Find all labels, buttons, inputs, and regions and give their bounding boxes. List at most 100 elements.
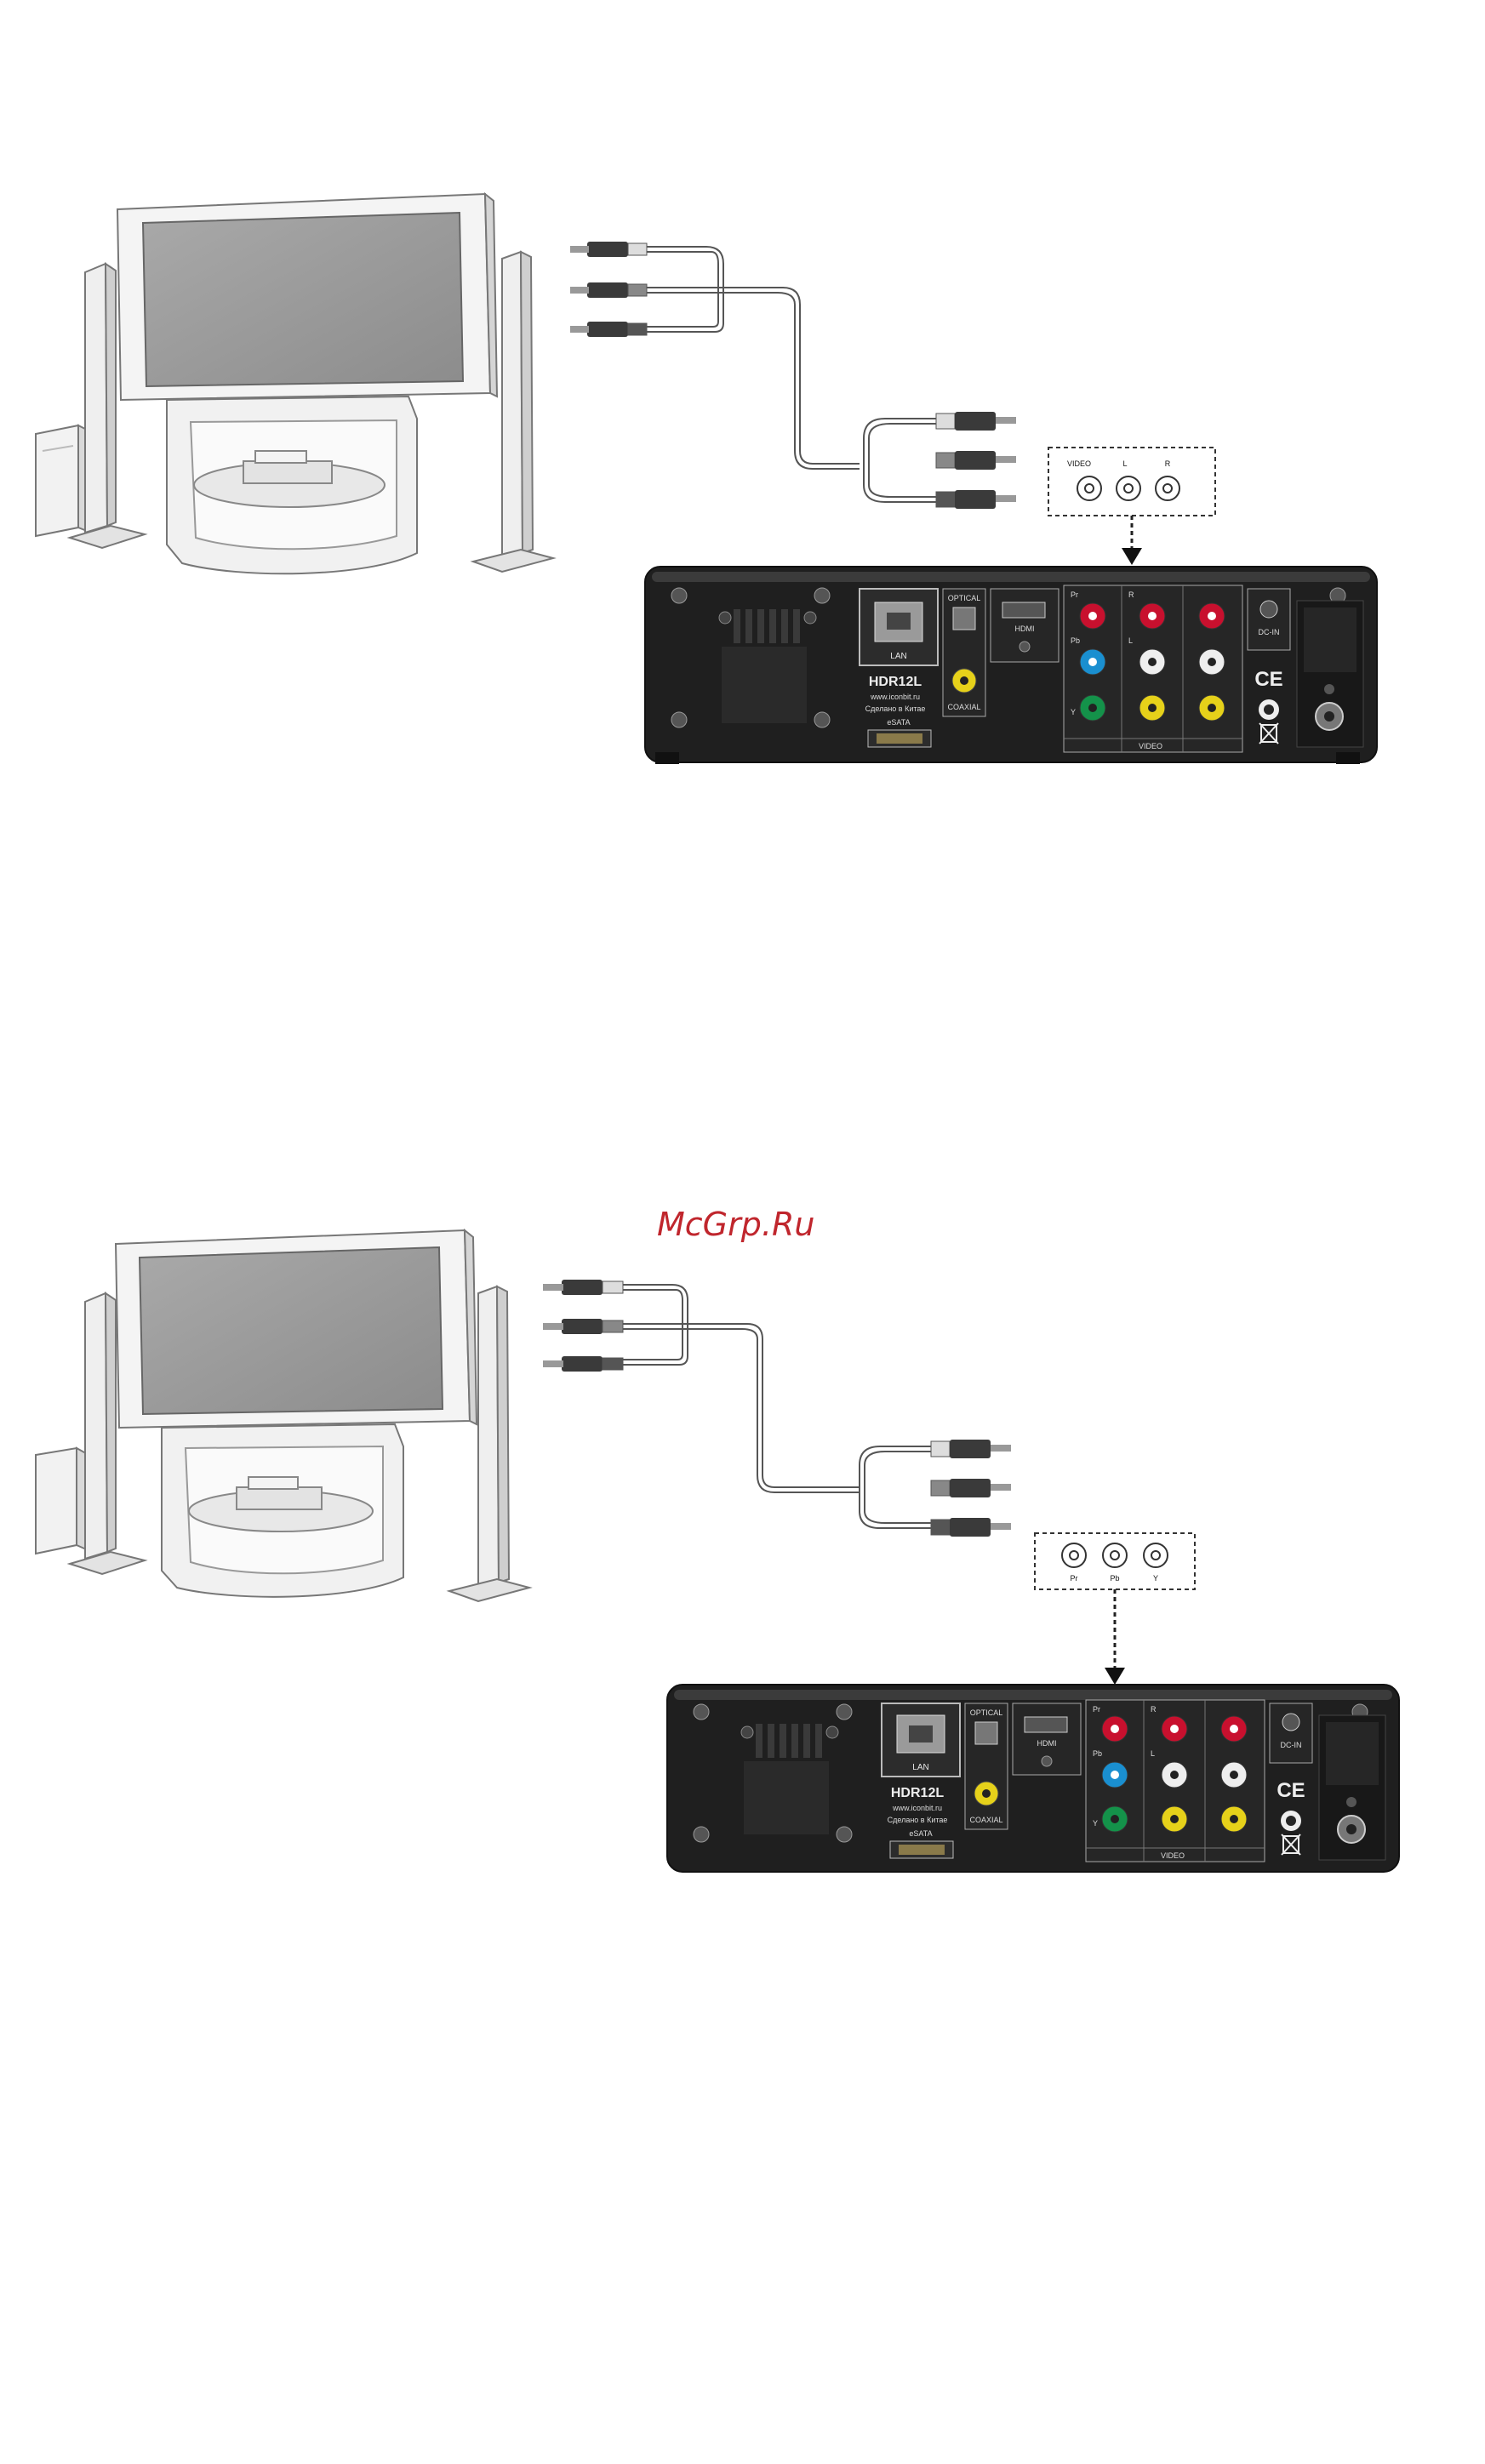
- ce-mark: CE: [1254, 668, 1282, 691]
- jack-label-pb: Pb: [1093, 1749, 1102, 1758]
- optical-label: OPTICAL: [948, 594, 981, 602]
- jack-label-pb: Pb: [1071, 636, 1080, 645]
- dc-in-label: DC-IN: [1281, 1741, 1302, 1749]
- vent-grille-icon: [722, 609, 807, 723]
- rca-jack-icon: [1077, 476, 1101, 500]
- esata-label: eSATA: [909, 1829, 932, 1838]
- diagram-composite-av: VIDEO L R: [36, 194, 1377, 764]
- ce-mark: CE: [1277, 1779, 1305, 1802]
- rca-jack-green-icon: [1102, 1806, 1128, 1832]
- optical-port: OPTICAL: [943, 589, 985, 716]
- hdmi-port: HDMI: [1013, 1703, 1081, 1775]
- component-input-panel: Pr Pb Y: [1035, 1533, 1195, 1589]
- rca-plug-icon: [931, 1479, 1011, 1497]
- rca-jack-red-icon: [1221, 1716, 1247, 1742]
- tv-stand-icon: [162, 1424, 403, 1597]
- jack-panel: Pr Pb Y R L VIDEO: [1064, 585, 1242, 752]
- arrow-down-icon: [1105, 1589, 1125, 1685]
- rca-plugs-left: [543, 1280, 623, 1372]
- jack-label-l: L: [1151, 1749, 1155, 1758]
- lan-port: LAN: [882, 1703, 960, 1777]
- subwoofer-icon: [36, 1448, 92, 1554]
- website-text: www.iconbit.ru: [870, 693, 920, 701]
- jack-label-r: R: [1151, 1705, 1157, 1714]
- rca-plugs-right: [931, 1440, 1011, 1537]
- screw-icon: [826, 1726, 838, 1738]
- rca-plug-icon: [543, 1319, 623, 1334]
- hdmi-label: HDMI: [1015, 625, 1035, 633]
- rca-jack-white-icon: [1221, 1762, 1247, 1788]
- jack-label-video: VIDEO: [1139, 742, 1162, 750]
- coaxial-label: COAXIAL: [947, 703, 980, 711]
- rca-plugs-right: [936, 412, 1016, 509]
- esata-label: eSATA: [887, 718, 910, 727]
- rca-plug-icon: [936, 451, 1016, 470]
- rca-cable-icon: [623, 1285, 931, 1528]
- rca-jack-icon: [1103, 1543, 1127, 1567]
- model-name: HDR12L: [869, 675, 922, 689]
- eac-mark-icon: [1281, 1811, 1301, 1831]
- rca-jack-red-icon: [1139, 603, 1165, 629]
- rca-jack-white-icon: [1199, 649, 1225, 675]
- rca-jack-white-icon: [1162, 1762, 1187, 1788]
- vent-grille-icon: [744, 1724, 829, 1834]
- panel-label-r: R: [1165, 459, 1171, 468]
- rca-plug-icon: [570, 242, 647, 257]
- screw-icon: [719, 612, 731, 624]
- screw-icon: [837, 1704, 852, 1720]
- media-player-rear-panel: LAN HDR12L www.iconbit.ru Сделано в Кита…: [645, 567, 1377, 764]
- lan-label: LAN: [890, 652, 906, 661]
- rca-plug-icon: [931, 1518, 1011, 1537]
- jack-label-y: Y: [1071, 708, 1076, 716]
- screw-icon: [741, 1726, 753, 1738]
- screw-icon: [814, 712, 830, 727]
- coaxial-label: COAXIAL: [969, 1816, 1002, 1824]
- screw-icon: [814, 588, 830, 603]
- rca-jack-red-icon: [1199, 603, 1225, 629]
- rca-jack-red-icon: [1102, 1716, 1128, 1742]
- rca-plug-icon: [931, 1440, 1011, 1458]
- screw-icon: [694, 1704, 709, 1720]
- rca-jack-yellow-icon: [1139, 695, 1165, 721]
- rca-cable-icon: [647, 247, 936, 502]
- rca-jack-icon: [1144, 1543, 1168, 1567]
- diagram-component-video: Pr Pb Y: [36, 1230, 1399, 1872]
- rca-plug-icon: [570, 322, 647, 337]
- rca-jack-yellow-icon: [1162, 1806, 1187, 1832]
- made-in-text: Сделано в Китае: [865, 704, 926, 713]
- dc-in-port: DC-IN: [1248, 589, 1290, 650]
- dc-in-label: DC-IN: [1259, 628, 1280, 636]
- rca-jack-icon: [1156, 476, 1179, 500]
- tv-icon: [117, 194, 497, 400]
- rca-jack-white-icon: [1139, 649, 1165, 675]
- rca-jack-red-icon: [1162, 1716, 1187, 1742]
- screw-icon: [837, 1827, 852, 1842]
- screw-icon: [671, 588, 687, 603]
- lan-label: LAN: [912, 1763, 928, 1772]
- av-input-panel: VIDEO L R: [1048, 448, 1215, 516]
- jack-label-r: R: [1128, 590, 1134, 599]
- optical-port: OPTICAL: [965, 1703, 1008, 1829]
- hdmi-label: HDMI: [1037, 1739, 1057, 1748]
- antenna-block: [1319, 1715, 1385, 1860]
- rca-plug-icon: [543, 1356, 623, 1372]
- jack-label-video: VIDEO: [1161, 1851, 1185, 1860]
- rca-plug-icon: [936, 412, 1016, 431]
- made-in-text: Сделано в Китае: [888, 1816, 948, 1824]
- panel-label-video: VIDEO: [1067, 459, 1091, 468]
- tv-icon: [116, 1230, 477, 1428]
- optical-label: OPTICAL: [970, 1708, 1003, 1717]
- jack-label-pr: Pr: [1071, 590, 1078, 599]
- panel-label-l: L: [1122, 459, 1127, 468]
- screw-icon: [671, 712, 687, 727]
- rca-plug-icon: [543, 1280, 623, 1295]
- rca-jack-icon: [1062, 1543, 1086, 1567]
- rca-jack-yellow-icon: [1199, 695, 1225, 721]
- rca-plug-icon: [936, 490, 1016, 509]
- rca-jack-blue-icon: [1080, 649, 1105, 675]
- antenna-block: [1297, 601, 1363, 747]
- home-theater-illustration: [36, 194, 553, 573]
- rca-jack-yellow-icon: [1221, 1806, 1247, 1832]
- hdmi-port: HDMI: [991, 589, 1059, 662]
